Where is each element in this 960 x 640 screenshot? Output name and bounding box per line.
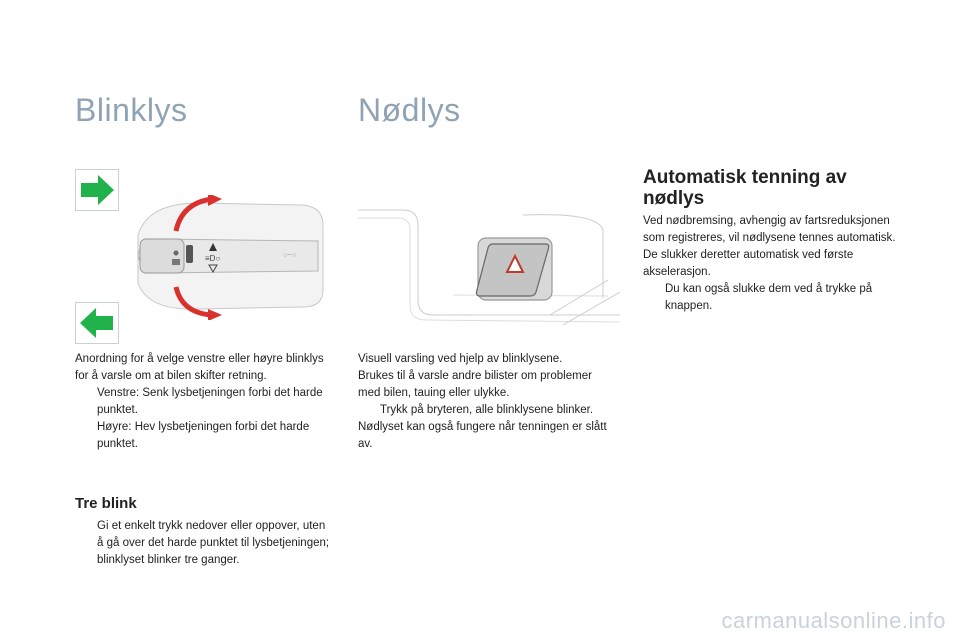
footer-watermark: carmanualsonline.info [721, 608, 946, 633]
nodlys-bullet: Trykk på bryteren, alle blinklysene blin… [358, 402, 616, 419]
blinklys-text: Anordning for å velge venstre eller høyr… [75, 351, 330, 453]
tre-blink-bullet: Gi et enkelt trykk nedover eller oppover… [75, 518, 330, 569]
right-arrow-icon [81, 175, 114, 205]
automatisk-paragraph-2: De slukker deretter automatisk ved først… [643, 249, 854, 278]
bullet-marker-icon [643, 281, 665, 315]
bullet-marker-icon [358, 402, 380, 419]
tre-blink-bullet-text: Gi et enkelt trykk nedover eller oppover… [97, 520, 330, 566]
left-arrow-icon [80, 308, 113, 338]
left-arrow-indicator [75, 302, 119, 344]
automatisk-paragraph-1: Ved nødbremsing, avhengig av fartsreduks… [643, 215, 896, 244]
svg-text:○─○: ○─○ [283, 252, 296, 259]
automatisk-bullet: Du kan også slukke dem ved å trykke på k… [643, 281, 913, 315]
nodlys-intro: Visuell varsling ved hjelp av blinklysen… [358, 353, 563, 365]
nodlys-text: Visuell varsling ved hjelp av blinklysen… [358, 351, 616, 453]
blinklys-intro: Anordning for å velge venstre eller høyr… [75, 353, 324, 382]
automatisk-text: Ved nødbremsing, avhengig av fartsreduks… [643, 213, 913, 315]
bullet-marker-icon [75, 385, 97, 419]
blinklys-bullet-right: Høyre: Hev lysbetjeningen forbi det hard… [75, 419, 330, 453]
nodlys-paragraph-2: Brukes til å varsle andre bilister om pr… [358, 370, 592, 399]
indicator-lever-illustration: ≡D○ ○─○ [137, 195, 324, 320]
tre-blink-text: Gi et enkelt trykk nedover eller oppover… [75, 518, 330, 569]
blinklys-bullet-left-text: Venstre: Senk lysbetjeningen forbi det h… [97, 387, 323, 416]
automatisk-bullet-text: Du kan også slukke dem ved å trykke på k… [665, 283, 873, 312]
automatisk-heading: Automatisk tenning av nødlys [643, 167, 847, 209]
bullet-marker-icon [75, 419, 97, 453]
blinklys-bullet-left: Venstre: Senk lysbetjeningen forbi det h… [75, 385, 330, 419]
right-arrow-indicator [75, 169, 119, 211]
bullet-marker-icon [75, 518, 97, 569]
page-title-blinklys: Blinklys [75, 92, 188, 128]
hazard-switch-illustration [358, 209, 620, 326]
svg-text:≡D○: ≡D○ [205, 254, 220, 263]
blinklys-bullet-right-text: Høyre: Hev lysbetjeningen forbi det hard… [97, 421, 310, 450]
tre-blink-heading: Tre blink [75, 495, 137, 512]
nodlys-paragraph-3: Nødlyset kan også fungere når tenningen … [358, 421, 607, 450]
page-title-nodlys: Nødlys [358, 92, 461, 128]
nodlys-bullet-text: Trykk på bryteren, alle blinklysene blin… [380, 404, 594, 416]
